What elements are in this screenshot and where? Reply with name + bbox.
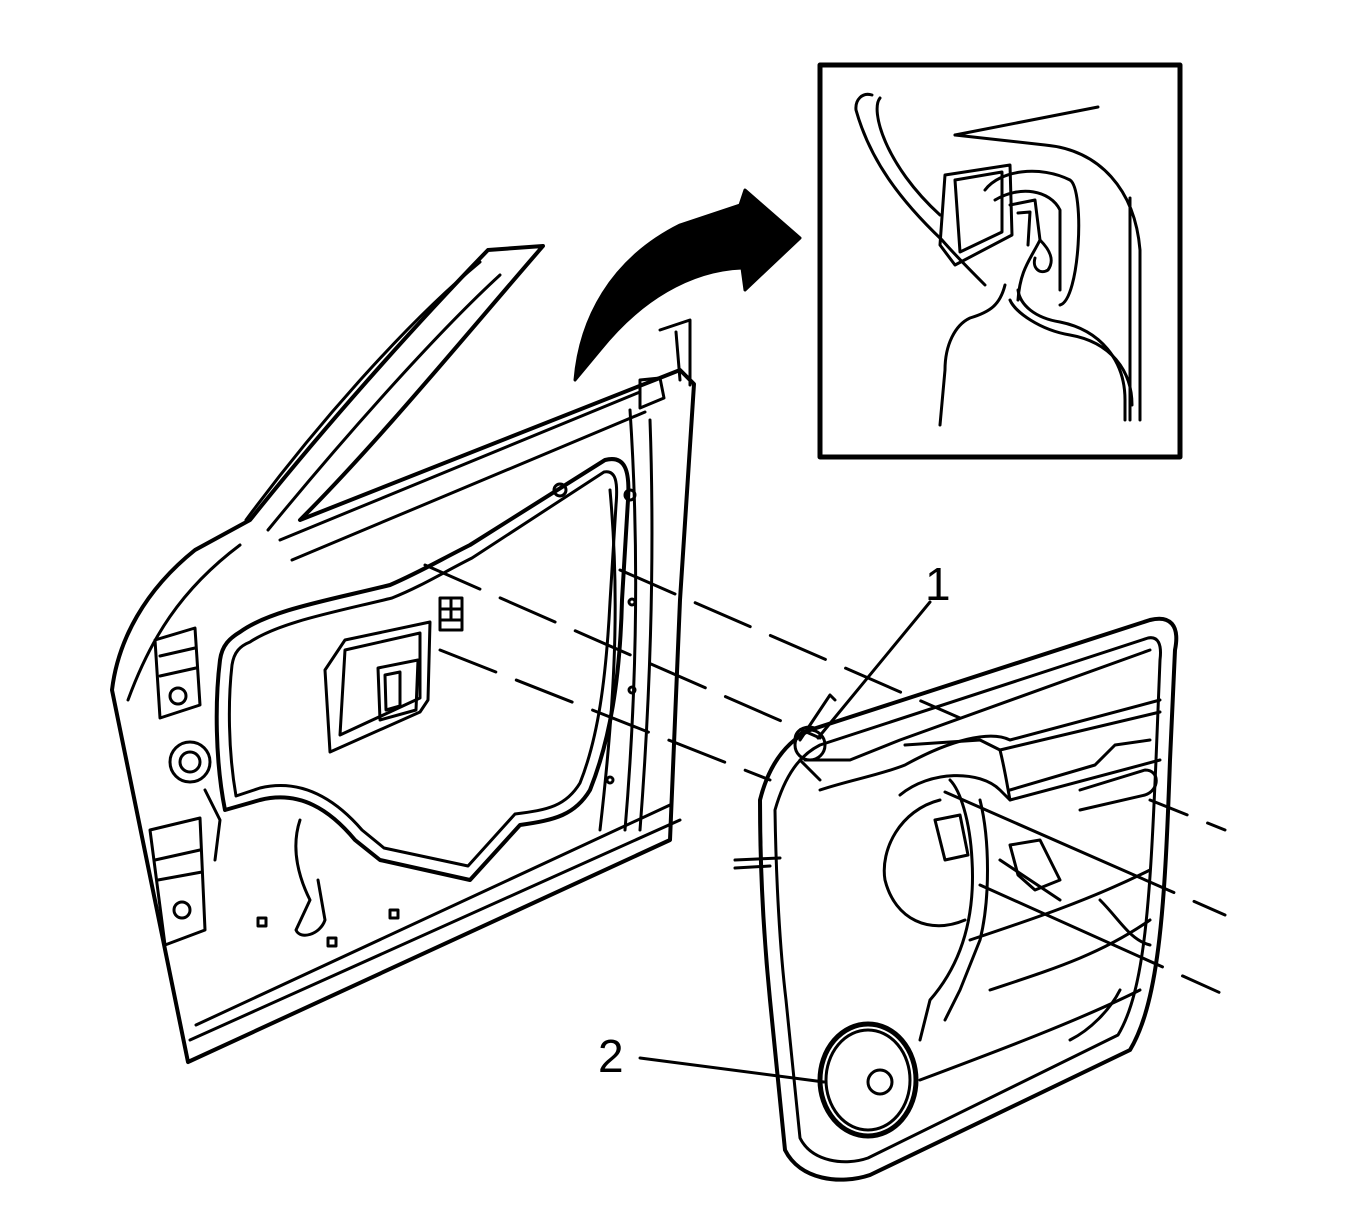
callout-1-leader bbox=[816, 600, 932, 740]
callout-2-label: 2 bbox=[598, 1030, 624, 1082]
curved-arrow bbox=[573, 188, 802, 382]
callout-2-leader bbox=[638, 1056, 826, 1084]
callout-1-label: 1 bbox=[925, 558, 951, 610]
door-trim-panel bbox=[733, 616, 1179, 1182]
door-frame bbox=[110, 244, 696, 1064]
alignment-lines bbox=[423, 563, 1227, 997]
inset-detail bbox=[817, 62, 1183, 460]
